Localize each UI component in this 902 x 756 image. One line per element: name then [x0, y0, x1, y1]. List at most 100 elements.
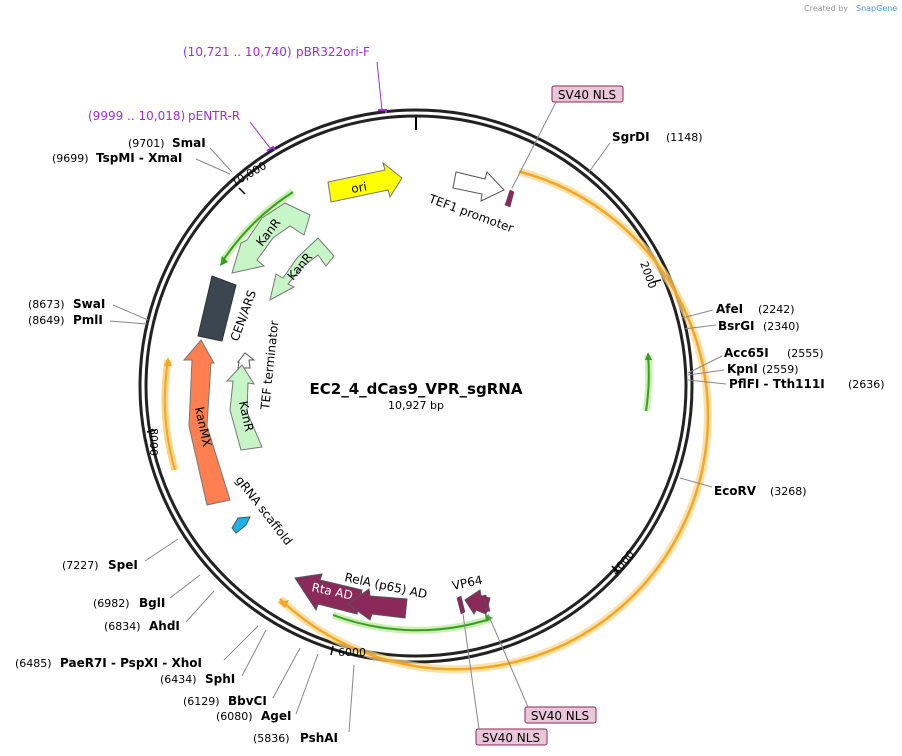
site-sgrdi[interactable]: SgrDI (1148) — [588, 130, 703, 173]
feature-rela-ad[interactable] — [347, 588, 408, 621]
svg-text:SmaI: SmaI — [172, 136, 206, 150]
feature-tef1-promoter[interactable] — [452, 171, 505, 202]
svg-text:BbvCI: BbvCI — [228, 694, 267, 708]
orf-main — [279, 170, 710, 671]
backbone-outer-ring — [138, 108, 694, 664]
site-pshai[interactable]: (5836) PshAI — [253, 664, 355, 745]
svg-text:SgrDI: SgrDI — [612, 130, 650, 144]
feature-ori-label: ori — [350, 179, 368, 195]
nls-box-top-label: SV40 NLS — [558, 88, 616, 102]
svg-text:(2555): (2555) — [787, 347, 824, 360]
orf-main-arrowhead — [278, 600, 289, 608]
svg-text:PmlI: PmlI — [73, 313, 103, 327]
nls-box-bottom-left-leader — [462, 613, 480, 730]
svg-text:(2559): (2559) — [762, 363, 799, 376]
tick-10000 — [238, 187, 246, 195]
nls-box-bottom-right-leader — [487, 613, 529, 708]
site-pmli[interactable]: (8649) PmlI — [28, 313, 148, 327]
svg-text:PaeR7I - PspXI - XhoI: PaeR7I - PspXI - XhoI — [60, 656, 202, 670]
svg-text:AgeI: AgeI — [261, 709, 291, 723]
primer-pentr-r-leader — [249, 121, 271, 149]
feature-tef1-promoter-label: TEF1 promoter — [426, 191, 515, 235]
svg-text:(6485): (6485) — [15, 657, 52, 670]
tick-label-10000: 10,000 — [229, 159, 269, 190]
feature-vp64-label: VP64 — [451, 573, 484, 593]
svg-text:BsrGI: BsrGI — [718, 319, 755, 333]
orf-left-orange-arrowhead — [164, 357, 172, 366]
site-sphi[interactable]: (6434) SphI — [160, 629, 267, 686]
svg-text:KpnI: KpnI — [727, 362, 758, 376]
site-bbvci[interactable]: (6129) BbvCI — [183, 647, 301, 708]
svg-text:(8649): (8649) — [28, 314, 65, 327]
site-kpni[interactable]: KpnI (2559) — [687, 362, 799, 376]
svg-text:PshAI: PshAI — [300, 731, 338, 745]
feature-sv40-nls-bottom-a[interactable] — [456, 595, 466, 615]
site-swai[interactable]: (8673) SwaI — [28, 297, 149, 321]
feature-kanr-bottom-label: KanR — [236, 400, 256, 433]
site-acc65i[interactable]: Acc65I (2555) — [687, 346, 824, 374]
svg-text:(9701): (9701) — [128, 137, 165, 150]
feature-sv40-nls-bottom-b[interactable] — [480, 594, 491, 613]
primer-pentr-r-name: pENTR-R — [188, 109, 240, 123]
site-bsrgi[interactable]: BsrGI (2340) — [683, 319, 800, 333]
svg-text:(2242): (2242) — [758, 303, 795, 316]
primer-pentr-r-arrow — [266, 145, 276, 152]
nls-box-bottom-right[interactable] — [524, 706, 597, 724]
svg-text:AhdI: AhdI — [149, 619, 180, 633]
site-spei[interactable]: (7227) SpeI — [62, 538, 179, 572]
feature-kanmx[interactable] — [182, 339, 231, 506]
svg-text:SphI: SphI — [205, 672, 235, 686]
tick-label-8000: 8000 — [147, 428, 160, 456]
svg-text:(6080): (6080) — [216, 710, 253, 723]
feature-tef-terminator-label: TEF terminator — [258, 320, 281, 411]
svg-text:EcoRV: EcoRV — [714, 484, 757, 498]
orf-topleft-green-arrowhead — [220, 256, 228, 266]
site-afei[interactable]: AfeI (2242) — [681, 302, 795, 319]
nls-box-bottom-left[interactable] — [475, 728, 548, 746]
feature-sv40-nls-top[interactable] — [504, 189, 515, 208]
plasmid-size: 10,927 bp — [388, 399, 444, 412]
site-bgli[interactable]: (6982) BglI — [93, 574, 201, 610]
nls-box-bottom-right-label: SV40 NLS — [531, 709, 589, 723]
site-pflfi-tth111i[interactable]: PflFI - Tth111I (2636) — [687, 377, 885, 391]
svg-text:(2340): (2340) — [763, 320, 800, 333]
tick-6000 — [330, 645, 334, 656]
primer-pbr322ori-f-range: (10,721 .. 10,740) — [183, 45, 292, 59]
backbone-inner-ring — [144, 114, 688, 658]
plasmid-name: EC2_4_dCas9_VPR_sgRNA — [310, 380, 523, 398]
svg-text:PflFI - Tth111I: PflFI - Tth111I — [729, 377, 825, 391]
site-ecorv[interactable]: EcoRV (3268) — [679, 477, 807, 498]
svg-text:(6129): (6129) — [183, 695, 220, 708]
svg-text:AfeI: AfeI — [716, 302, 743, 316]
feature-cen-ars[interactable] — [197, 275, 237, 342]
svg-text:(3268): (3268) — [770, 485, 807, 498]
svg-text:Acc65I: Acc65I — [724, 346, 769, 360]
svg-text:(9699): (9699) — [52, 152, 89, 165]
orf-topleft-green — [221, 191, 294, 263]
primer-pbr322ori-f-name: pBR322ori-F — [296, 45, 370, 59]
tick-4000 — [611, 565, 619, 574]
feature-grna-scaffold[interactable] — [231, 516, 251, 534]
feature-ori[interactable] — [327, 161, 403, 203]
svg-text:(6982): (6982) — [93, 597, 130, 610]
feature-tef-terminator[interactable] — [236, 352, 256, 369]
tick-2000 — [652, 279, 662, 283]
tick-label-4000: 4000 — [609, 548, 637, 578]
site-paer7i-pspxi-xhoi[interactable]: (6485) PaeR7I - PspXI - XhoI — [15, 625, 259, 670]
nls-box-top[interactable] — [551, 85, 624, 103]
feature-kanr-bottom[interactable] — [225, 364, 263, 451]
site-tspmi-xmai[interactable]: (9699) TspMI - XmaI — [52, 151, 231, 175]
svg-text:SwaI: SwaI — [73, 297, 105, 311]
feature-kanr-outer[interactable] — [231, 202, 311, 274]
site-ahdi[interactable]: (6834) AhdI — [104, 590, 215, 633]
svg-text:(8673): (8673) — [28, 298, 65, 311]
feature-rta-ad[interactable] — [294, 573, 363, 615]
feature-kanr-inner[interactable] — [269, 237, 335, 301]
site-smai[interactable]: (9701) SmaI — [128, 136, 233, 173]
site-agei[interactable]: (6080) AgeI — [216, 653, 319, 723]
svg-text:(5836): (5836) — [253, 732, 290, 745]
primer-pentr-r-range: (9999 .. 10,018) — [88, 109, 185, 123]
tick-label-6000: 6000 — [338, 646, 366, 659]
orf-bottom-green-arrowhead — [485, 614, 493, 622]
